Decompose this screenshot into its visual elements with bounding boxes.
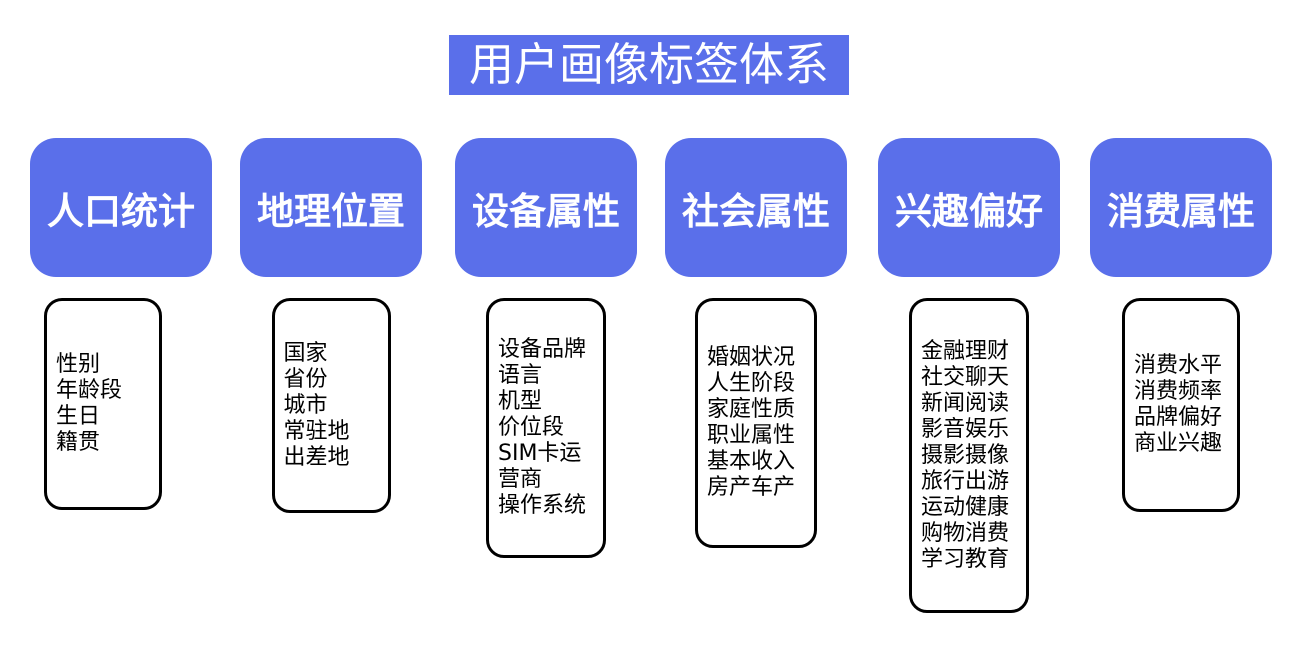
category-item: 学习教育: [921, 546, 1010, 572]
category-item: SIM卡运营商: [498, 441, 582, 492]
column-geolocation: 地理位置 国家省份城市常驻地出差地: [240, 138, 422, 513]
category-item: 年龄段: [56, 378, 123, 403]
category-item: 购物消费: [921, 520, 1010, 546]
category-item: 城市: [283, 392, 328, 418]
category-item: 社交聊天: [921, 364, 1010, 390]
category-item: 新闻阅读: [921, 390, 1010, 416]
category-header-social-attributes: 社会属性: [665, 138, 847, 277]
category-item: 生日: [56, 404, 101, 429]
category-item: 省份: [283, 366, 328, 392]
category-item: 常驻地: [283, 418, 350, 444]
category-header-interest-preferences: 兴趣偏好: [878, 138, 1060, 277]
category-item: 消费频率: [1134, 379, 1223, 404]
category-item: 性别: [56, 352, 101, 377]
category-header-device-attributes: 设备属性: [455, 138, 637, 277]
category-item: 运动健康: [921, 494, 1010, 520]
category-item: 籍贯: [56, 430, 101, 455]
category-list-social-attributes: 婚姻状况人生阶段家庭性质职业属性基本收入房产车产: [695, 298, 817, 548]
category-item: 品牌偏好: [1134, 405, 1223, 430]
category-item: 消费水平: [1134, 353, 1223, 378]
category-item: 基本收入: [707, 449, 796, 474]
category-list-demographics: 性别年龄段生日籍贯: [44, 298, 162, 510]
column-consumption-attributes: 消费属性 消费水平消费频率品牌偏好商业兴趣: [1090, 138, 1272, 512]
category-item: 摄影摄像: [921, 442, 1010, 468]
category-header-geolocation: 地理位置: [240, 138, 422, 277]
category-header-consumption-attributes: 消费属性: [1090, 138, 1272, 277]
column-social-attributes: 社会属性 婚姻状况人生阶段家庭性质职业属性基本收入房产车产: [665, 138, 847, 548]
category-item: 机型: [498, 389, 543, 414]
category-item: 语言: [498, 363, 543, 388]
category-item: 金融理财: [921, 338, 1010, 364]
category-list-geolocation: 国家省份城市常驻地出差地: [271, 298, 391, 513]
diagram-title: 用户画像标签体系: [448, 35, 850, 95]
category-item: 出差地: [283, 444, 350, 470]
category-item: 婚姻状况: [707, 345, 796, 370]
category-item: 职业属性: [707, 423, 796, 448]
category-item: 商业兴趣: [1134, 431, 1223, 456]
category-header-demographics: 人口统计: [30, 138, 212, 277]
category-list-interest-preferences: 金融理财社交聊天新闻阅读影音娱乐摄影摄像旅行出游运动健康购物消费学习教育: [909, 298, 1029, 613]
column-interest-preferences: 兴趣偏好 金融理财社交聊天新闻阅读影音娱乐摄影摄像旅行出游运动健康购物消费学习教…: [878, 138, 1060, 613]
category-item: 人生阶段: [707, 371, 796, 396]
category-item: 操作系统: [498, 493, 587, 518]
category-item: 房产车产: [707, 475, 796, 500]
column-demographics: 人口统计 性别年龄段生日籍贯: [30, 138, 212, 510]
category-item: 旅行出游: [921, 468, 1010, 494]
category-item: 国家: [283, 340, 328, 366]
category-list-consumption-attributes: 消费水平消费频率品牌偏好商业兴趣: [1122, 298, 1240, 512]
category-item: 设备品牌: [498, 337, 587, 362]
category-item: 价位段: [498, 415, 565, 440]
category-item: 影音娱乐: [921, 416, 1010, 442]
category-item: 家庭性质: [707, 397, 796, 422]
